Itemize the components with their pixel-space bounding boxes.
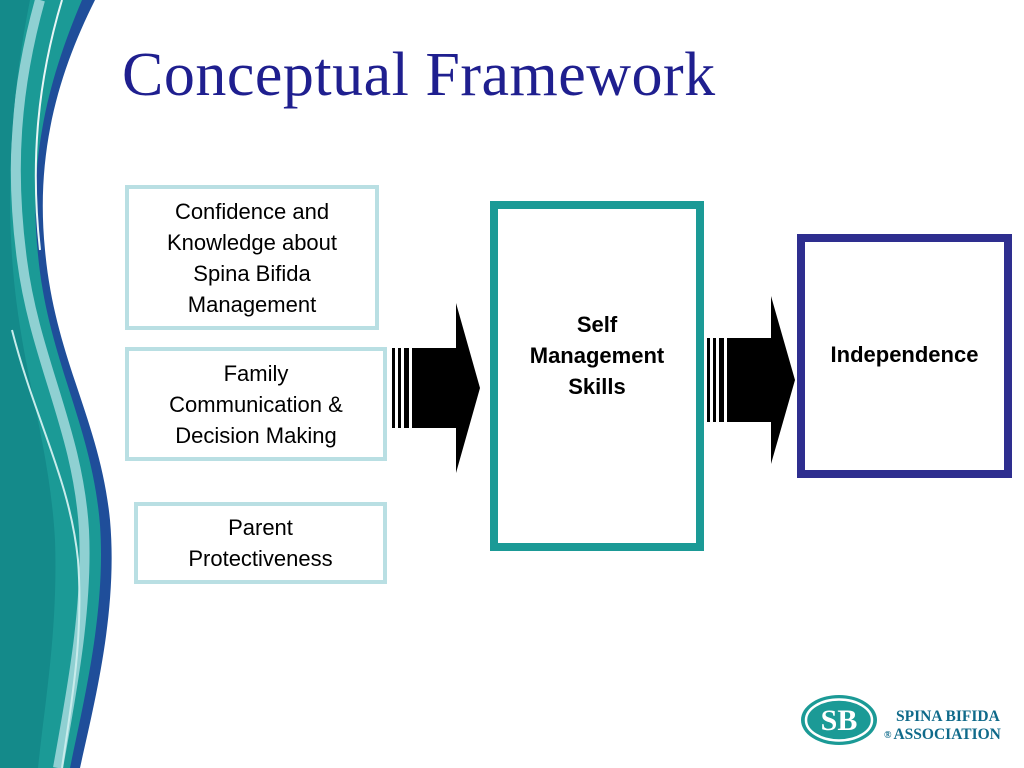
input-box-text-line: Spina Bifida <box>193 260 311 286</box>
input-box-text-line: Family <box>223 360 289 386</box>
logo-line-1: SPINA BIFIDA <box>896 708 1000 725</box>
input-box-text-line: Parent <box>228 515 293 540</box>
input-box-text-line: Management <box>187 291 317 317</box>
logo-line-2: ®ASSOCIATION <box>884 726 1001 745</box>
input-box-family-communication: Family Communication & Decision Making <box>125 347 387 461</box>
input-box-text-line: Knowledge about <box>166 229 338 255</box>
spina-bifida-association-logo: SB SPINA BIFIDA ®ASSOCIATION <box>800 694 1010 754</box>
input-box-parent-protectiveness: Parent Protectiveness <box>134 502 387 584</box>
input-box-confidence-knowledge: Confidence and Knowledge about Spina Bif… <box>125 185 379 330</box>
input-box-text-line: Decision Making <box>175 422 337 448</box>
input-box-text-line: Communication & <box>169 391 343 417</box>
self-management-skills-box: Self Management Skills <box>490 201 704 551</box>
decorative-wave-band <box>0 0 112 768</box>
independence-box: Independence <box>797 234 1012 478</box>
slide-title: Conceptual Framework <box>122 41 716 109</box>
outcome-label: Independence <box>830 342 979 367</box>
middle-box-text-line: Self <box>576 312 618 337</box>
sb-logo-mark-icon: SB <box>801 695 877 745</box>
registered-mark: ® <box>884 730 892 741</box>
logo-line-2-text: ASSOCIATION <box>893 726 1001 743</box>
logo-wordmark: SPINA BIFIDA ®ASSOCIATION <box>884 708 1001 745</box>
middle-box-text-line: Management <box>529 343 665 368</box>
input-box-text-line: Confidence and <box>174 198 330 224</box>
logo-mark-text: SB <box>821 704 858 737</box>
middle-box-text-line: Skills <box>568 374 626 399</box>
striped-arrow-right-icon <box>707 296 795 464</box>
striped-arrow-right-icon <box>392 303 480 473</box>
input-box-text-line: Protectiveness <box>188 546 333 571</box>
